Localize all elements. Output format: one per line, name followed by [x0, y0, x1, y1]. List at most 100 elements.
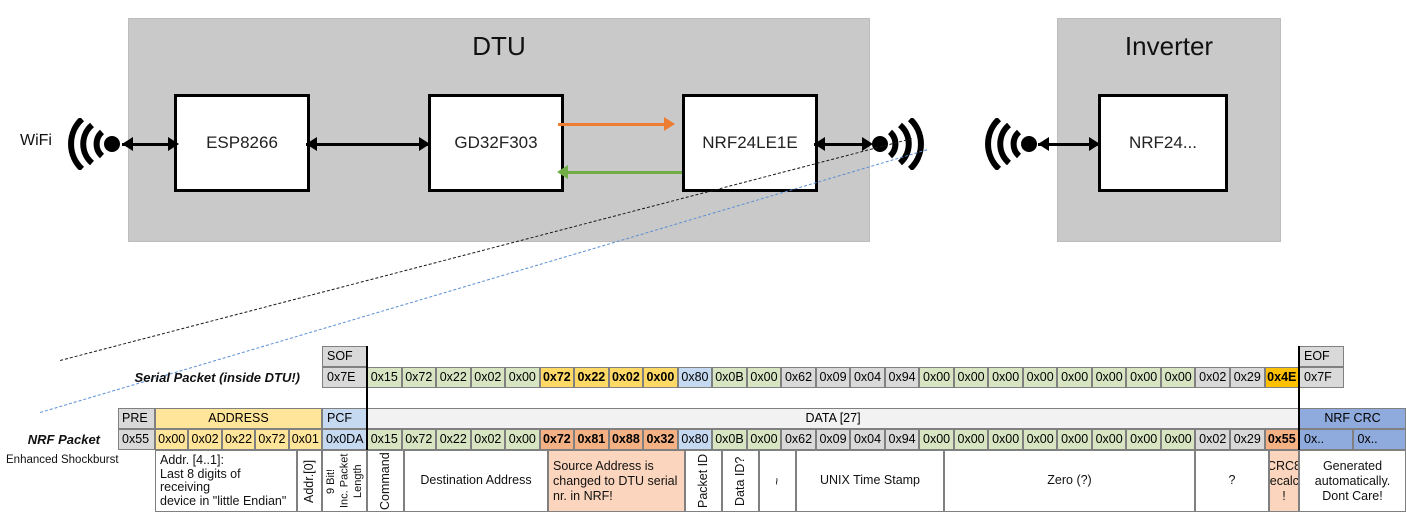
desc-zero: Zero (?) [944, 450, 1195, 512]
nrf-byte-3: 0x02 [470, 429, 506, 450]
serial-sof-value: 0x7E [322, 367, 367, 388]
serial-byte-15: 0x94 [884, 367, 920, 388]
nrf-byte-8: 0x32 [643, 429, 678, 450]
nrf-data-header: DATA [27] [367, 408, 1299, 429]
nrf-pre-header: PRE [118, 408, 155, 429]
nrf-byte-6: 0x81 [574, 429, 609, 450]
serial-byte-25: 0x29 [1230, 367, 1265, 388]
nrf-byte-19: 0x00 [1022, 429, 1058, 450]
nrf-crc-header: NRF CRC [1299, 408, 1406, 429]
nrf-byte-14: 0x04 [850, 429, 885, 450]
nrf-byte-24: 0x02 [1195, 429, 1230, 450]
nrf-byte-18: 0x00 [988, 429, 1023, 450]
chip-esp8266-label: ESP8266 [206, 133, 278, 152]
serial-byte-11: 0x00 [746, 367, 782, 388]
nrf-address-byte-2: 0x22 [221, 429, 256, 450]
gd32-to-nrf-orange-link [558, 123, 672, 126]
wifi-dtu-arrow-right [168, 137, 179, 151]
packet-tables: Serial Packet (inside DTU!) SOF EOF 0x7E… [0, 340, 1406, 523]
serial-byte-5: 0x72 [539, 367, 575, 388]
nrf-byte-26: 0x55 [1264, 429, 1300, 450]
esp-gd32-arrow-right [419, 137, 430, 151]
esp-gd32-link [306, 143, 428, 146]
serial-byte-2: 0x22 [436, 367, 471, 388]
nrf-antenna-link [814, 143, 870, 146]
wifi-dtu-link [122, 143, 174, 146]
nrf-packet-sub-label: Enhanced Shockburst [6, 454, 119, 466]
nrf-pre-value: 0x55 [118, 429, 155, 450]
nrf-byte-5: 0x72 [539, 429, 575, 450]
serial-byte-13: 0x09 [815, 367, 851, 388]
nrf-byte-2: 0x22 [436, 429, 471, 450]
desc-destination-address: Destination Address [404, 450, 548, 512]
dtu-radio-antenna-icon [872, 118, 924, 170]
nrf-byte-25: 0x29 [1230, 429, 1265, 450]
serial-eof-value: 0x7F [1299, 367, 1344, 388]
desc-pcf-length: Inc. Packet Length [338, 452, 364, 510]
nrf-byte-20: 0x00 [1057, 429, 1092, 450]
nrf-byte-12: 0x62 [781, 429, 816, 450]
desc-unix-time-stamp: UNIX Time Stamp [796, 450, 944, 512]
inverter-antenna-arrow-left [1038, 137, 1049, 151]
chip-nrf24le1e-label: NRF24LE1E [702, 133, 798, 152]
serial-byte-26: 0x4E [1264, 367, 1300, 388]
nrf-address-header: ADDRESS [155, 408, 322, 429]
serial-byte-12: 0x62 [781, 367, 816, 388]
desc-addr0: Addr.[0] [297, 450, 322, 512]
serial-packet-row-label: Serial Packet (inside DTU!) [134, 370, 300, 385]
nrf-byte-0: 0x15 [367, 429, 402, 450]
nrf-byte-1: 0x72 [401, 429, 437, 450]
nrf-pcf-header: PCF [322, 408, 367, 429]
nrf-byte-4: 0x00 [505, 429, 540, 450]
chip-nrf24le1e: NRF24LE1E [682, 94, 818, 192]
desc-source-address: Source Address is changed to DTU serial … [548, 450, 685, 512]
desc-question: ? [1195, 450, 1269, 512]
dtu-title: DTU [472, 31, 526, 61]
serial-byte-10: 0x0B [712, 367, 747, 388]
nrf-address-byte-3: 0x72 [255, 429, 289, 450]
serial-byte-23: 0x00 [1160, 367, 1196, 388]
nrf-byte-9: 0x80 [677, 429, 713, 450]
serial-byte-16: 0x00 [919, 367, 954, 388]
inverter-antenna-arrow-right [1089, 137, 1100, 151]
serial-sof-header: SOF [322, 346, 367, 367]
gd32-to-nrf-orange-arrow [664, 117, 675, 131]
inverter-antenna-link [1038, 143, 1098, 146]
serial-byte-4: 0x00 [505, 367, 540, 388]
serial-byte-18: 0x00 [988, 367, 1023, 388]
nrf-byte-23: 0x00 [1160, 429, 1196, 450]
serial-end-separator [1298, 346, 1300, 450]
serial-eof-header: EOF [1299, 346, 1344, 367]
nrf-address-byte-1: 0x02 [188, 429, 222, 450]
nrf-pcf-value: 0x0DA [322, 429, 367, 450]
nrf-crc-byte-1: 0x.. [1352, 429, 1406, 450]
nrf-byte-10: 0x0B [712, 429, 747, 450]
nrf-byte-17: 0x00 [953, 429, 989, 450]
serial-byte-20: 0x00 [1057, 367, 1092, 388]
wifi-label: WiFi [20, 132, 52, 149]
nrf-address-byte-4: 0x01 [288, 429, 322, 450]
desc-address: Addr. [4..1]: Last 8 digits of receiving… [155, 450, 297, 512]
nrf-antenna-arrow-right [862, 137, 873, 151]
nrf-byte-22: 0x00 [1126, 429, 1161, 450]
serial-byte-17: 0x00 [953, 367, 989, 388]
desc-address-line1: Addr. [4..1]: [160, 453, 224, 467]
serial-byte-24: 0x02 [1195, 367, 1230, 388]
serial-byte-6: 0x22 [574, 367, 609, 388]
desc-crc-note: Generated automatically. Dont Care! [1299, 450, 1406, 512]
serial-byte-8: 0x00 [643, 367, 678, 388]
nrf-byte-15: 0x94 [884, 429, 920, 450]
chip-gd32f303: GD32F303 [428, 94, 564, 192]
nrf-byte-11: 0x00 [746, 429, 782, 450]
chip-nrf24: NRF24... [1098, 94, 1228, 192]
serial-byte-21: 0x00 [1091, 367, 1127, 388]
esp-gd32-arrow-left [306, 137, 317, 151]
nrf-to-gd32-green-arrow [557, 165, 568, 179]
desc-command: Command [367, 450, 404, 512]
serial-start-separator [366, 346, 368, 450]
desc-pcf-bits: 9 Bit! [325, 452, 339, 510]
serial-byte-14: 0x04 [850, 367, 885, 388]
nrf-byte-16: 0x00 [919, 429, 954, 450]
serial-byte-1: 0x72 [401, 367, 437, 388]
inverter-title: Inverter [1124, 31, 1214, 61]
